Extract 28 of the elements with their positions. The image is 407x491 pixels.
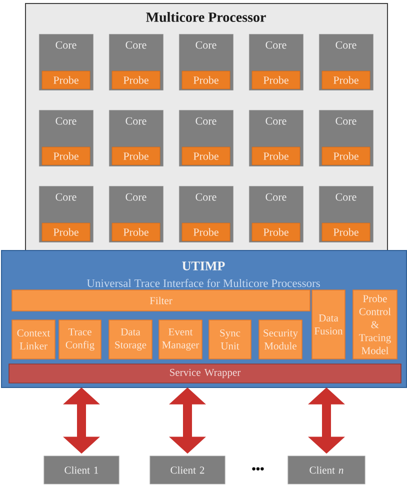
probe-bar: Probe [112,146,160,166]
probe-bar: Probe [322,70,370,90]
module-box: Data Fusion [312,290,346,360]
ellipsis: ••• [252,467,264,470]
module-box: Context Linker [12,320,56,360]
module-box: Probe Control & Tracing Model [352,290,398,360]
probe-bar: Probe [182,146,230,166]
probe-bar: Probe [112,222,160,242]
module-box: Event Manager [158,320,202,360]
probe-bar: Probe [42,146,90,166]
module-box: Data Storage [108,320,152,360]
wrapper-bar: Service Wrapper [8,364,402,384]
module-box: Sync Unit [208,320,252,360]
probe-bar: Probe [182,70,230,90]
probe-bar: Probe [252,70,300,90]
probe-bar: Probe [322,146,370,166]
probe-bar: Probe [252,146,300,166]
client-box: Client 2 [150,456,226,484]
probe-bar: Probe [252,222,300,242]
module-box: Security Module [258,320,302,360]
probe-bar: Probe [182,222,230,242]
probe-bar: Probe [42,222,90,242]
client-box: Client 1 [44,456,120,484]
probe-bar: Probe [322,222,370,242]
client-box: Client n [288,456,366,484]
probe-bar: Probe [112,70,160,90]
module-box: Trace Config [58,320,102,360]
probe-bar: Probe [42,70,90,90]
